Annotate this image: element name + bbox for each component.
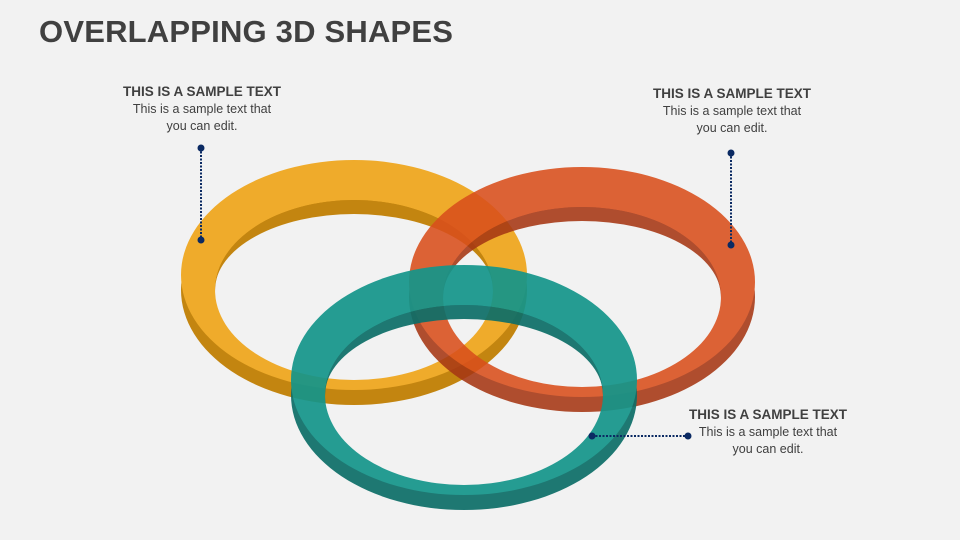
callout-body-line2: you can edit. xyxy=(732,442,804,456)
callout-heading: THIS IS A SAMPLE TEXT xyxy=(652,86,811,101)
slide-title: OVERLAPPING 3D SHAPES xyxy=(39,14,454,49)
connector-red xyxy=(727,149,735,249)
callout-yellow: THIS IS A SAMPLE TEXT This is a sample t… xyxy=(87,83,317,135)
callout-body-line2: you can edit. xyxy=(166,119,238,133)
connector-teal xyxy=(588,432,692,440)
connector-yellow xyxy=(197,144,205,244)
callout-red: THIS IS A SAMPLE TEXT This is a sample t… xyxy=(617,85,847,137)
callout-heading: THIS IS A SAMPLE TEXT xyxy=(122,84,281,99)
red-ring xyxy=(409,167,755,412)
teal-ring xyxy=(290,264,637,511)
callout-heading: THIS IS A SAMPLE TEXT xyxy=(688,407,847,422)
callout-teal: THIS IS A SAMPLE TEXT This is a sample t… xyxy=(653,406,883,458)
callout-body-line1: This is a sample text that xyxy=(132,102,272,116)
callout-body-line1: This is a sample text that xyxy=(662,104,802,118)
callout-body-line2: you can edit. xyxy=(696,121,768,135)
callout-body-line1: This is a sample text that xyxy=(698,425,838,439)
